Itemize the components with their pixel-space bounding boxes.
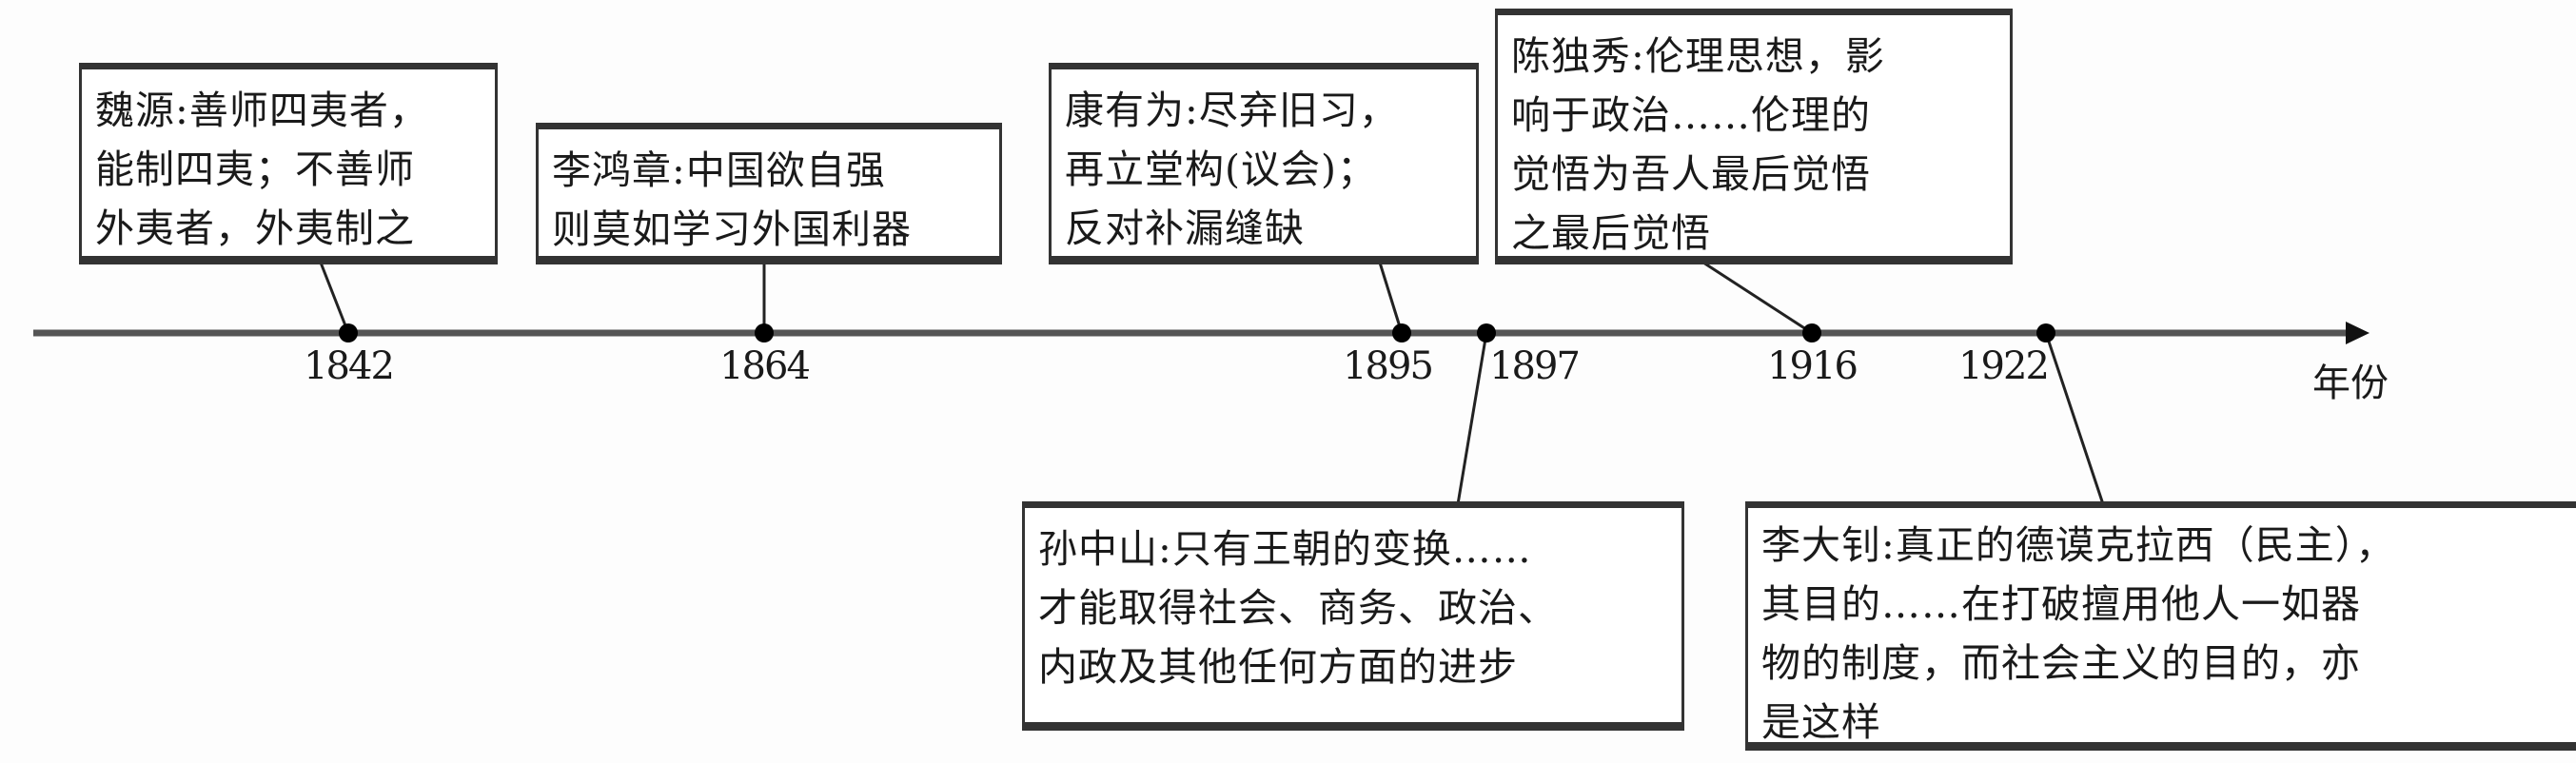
connector-1916 [1702, 261, 1813, 335]
dot-1897 [1477, 323, 1496, 342]
event-box-li-hongzhang: 李鸿章:中国欲自强 则莫如学习外国利器 [536, 123, 1002, 264]
year-label: 1916 [1767, 344, 1858, 388]
connector-1895 [1378, 262, 1404, 334]
event-box-li-dazhao: 李大钊:真正的德谟克拉西（民主）， 其目的……在打破擅用他人一如器 物的制度，而… [1745, 501, 2576, 751]
axis-label: 年份 [2312, 362, 2389, 405]
connector-1922 [2044, 332, 2105, 505]
event-box-sun-zhongshan: 孙中山:只有王朝的变换…… 才能取得社会、商务、政治、 内政及其他任何方面的进步 [1022, 501, 1684, 731]
event-box-chen-duxiu: 陈独秀:伦理思想，影 响于政治……伦理的 觉悟为吾人最后觉悟 之最后觉悟 [1495, 9, 2013, 264]
year-label: 1922 [1958, 344, 2050, 388]
connector-1897 [1456, 332, 1488, 505]
connector-1842 [319, 262, 350, 334]
dot-1895 [1392, 323, 1411, 342]
year-label: 1897 [1489, 344, 1581, 388]
dot-1922 [2036, 323, 2055, 342]
year-label: 1895 [1343, 344, 1434, 388]
year-label: 1842 [304, 344, 395, 388]
dot-1842 [339, 323, 358, 342]
event-box-wei-yuan: 魏源:善师四夷者， 能制四夷；不善师 外夷者，外夷制之 [79, 63, 498, 264]
dot-1864 [755, 323, 774, 342]
year-label: 1864 [719, 344, 811, 388]
axis-arrow-icon [2346, 322, 2370, 344]
dot-1916 [1802, 323, 1821, 342]
event-box-kang-youwei: 康有为:尽弃旧习， 再立堂构(议会)； 反对补漏缝缺 [1049, 63, 1479, 264]
